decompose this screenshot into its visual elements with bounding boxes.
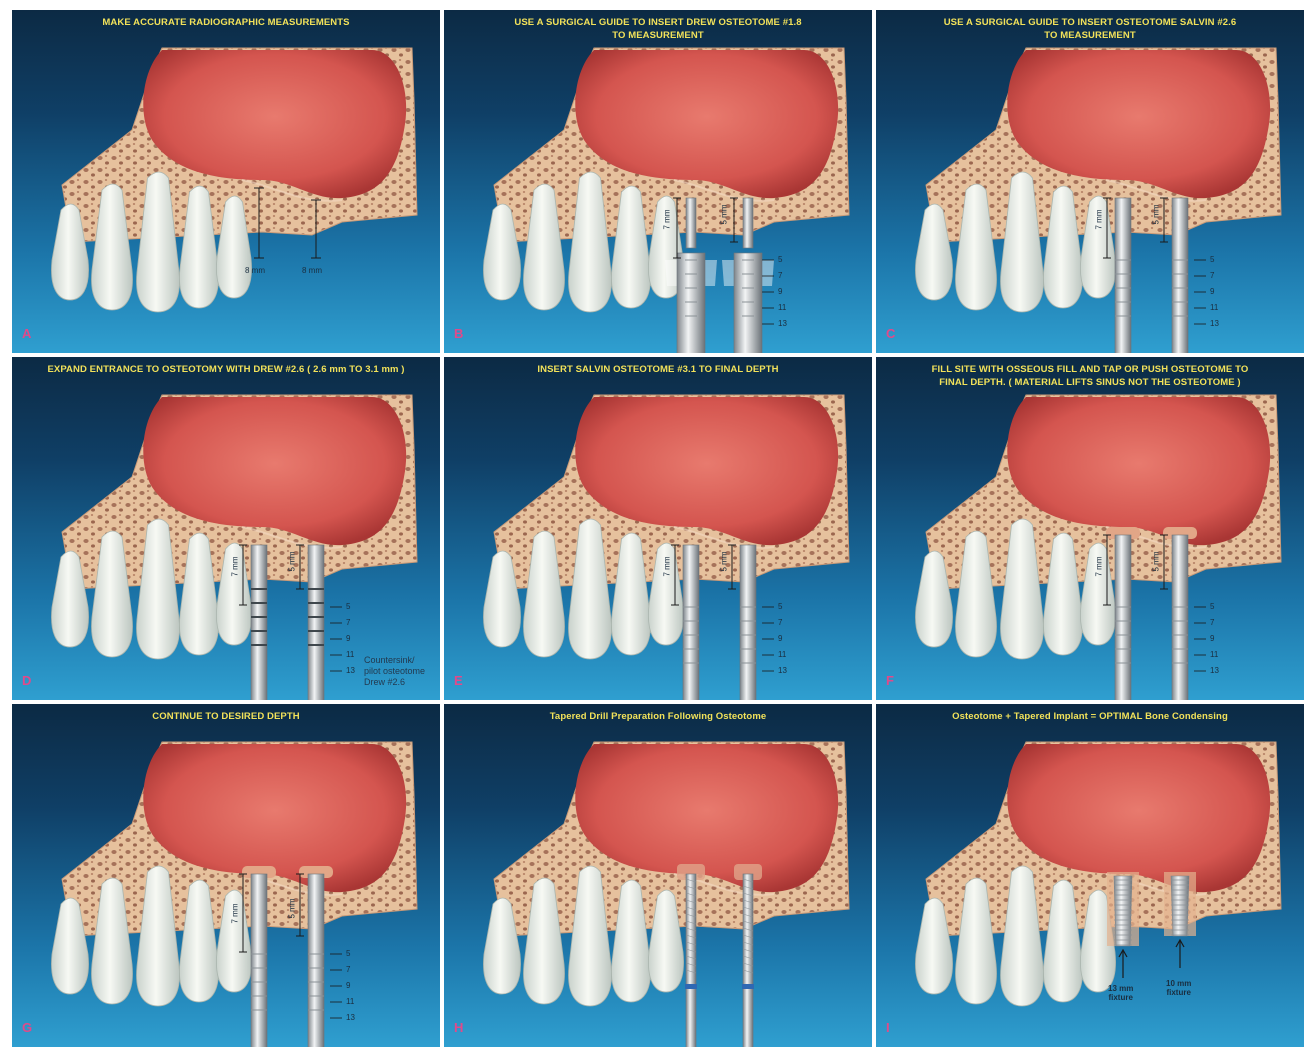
panel-f: FILL SITE WITH OSSEOUS FILL AND TAP OR P… — [876, 357, 1304, 700]
measurement-label: 8 mm — [245, 266, 265, 275]
panel-illustration — [876, 704, 1304, 1047]
depth-scale-number: 7 — [346, 618, 350, 627]
measurement-label: 7 mm — [663, 210, 672, 230]
depth-scale-number: 13 — [778, 666, 787, 675]
depth-scale-number: 13 — [1210, 666, 1219, 675]
implant — [1114, 876, 1132, 946]
depth-scale-number: 5 — [346, 949, 350, 958]
panel-h: Tapered Drill Preparation Following Oste… — [444, 704, 872, 1047]
osteotome — [251, 545, 267, 700]
depth-scale-number: 9 — [778, 287, 782, 296]
depth-scale-number: 7 — [778, 271, 782, 280]
panel-g: CONTINUE TO DESIRED DEPTH G 7 mm 5 mm 5 7 9 11 1… — [12, 704, 440, 1047]
panel-title: INSERT SALVIN OSTEOTOME #3.1 TO FINAL DE… — [444, 363, 872, 376]
panel-a: MAKE ACCURATE RADIOGRAPHIC MEASUREMENTS A… — [12, 10, 440, 353]
panel-title: EXPAND ENTRANCE TO OSTEOTOMY WITH DREW #… — [12, 363, 440, 376]
depth-scale-number: 7 — [778, 618, 782, 627]
depth-scale-number: 5 — [778, 602, 782, 611]
osteotome — [308, 874, 324, 1047]
measurement-label: 7 mm — [231, 904, 240, 924]
panel-letter: A — [22, 326, 31, 341]
measurement-label: 7 mm — [231, 557, 240, 577]
panel-letter: F — [886, 673, 894, 688]
measurement-label: 5 mm — [288, 899, 297, 919]
panel-illustration — [444, 704, 872, 1047]
drill — [743, 874, 753, 1047]
osteotome — [251, 874, 267, 1047]
drill — [686, 874, 696, 1047]
osteotome — [683, 545, 699, 700]
measurement-label: 7 mm — [1095, 210, 1104, 230]
depth-scale-number: 5 — [1210, 602, 1214, 611]
panel-letter: I — [886, 1020, 890, 1035]
osteotome — [740, 545, 756, 700]
panel-illustration — [876, 357, 1304, 700]
depth-scale-number: 11 — [778, 650, 786, 659]
panel-title: Osteotome + Tapered Implant = OPTIMAL Bo… — [876, 710, 1304, 723]
depth-scale-number: 13 — [1210, 319, 1219, 328]
panel-letter: E — [454, 673, 463, 688]
depth-scale-number: 5 — [1210, 255, 1214, 264]
osteotome — [1115, 198, 1131, 353]
panel-illustration — [12, 10, 440, 353]
osteotome — [308, 545, 324, 700]
panel-c: USE A SURGICAL GUIDE TO INSERT OSTEOTOME… — [876, 10, 1304, 353]
panel-title: MAKE ACCURATE RADIOGRAPHIC MEASUREMENTS — [12, 16, 440, 29]
panel-e: INSERT SALVIN OSTEOTOME #3.1 TO FINAL DE… — [444, 357, 872, 700]
panel-b: USE A SURGICAL GUIDE TO INSERT DREW OSTE… — [444, 10, 872, 353]
depth-scale-number: 5 — [346, 602, 350, 611]
measurement-label: 7 mm — [663, 557, 672, 577]
panel-illustration — [12, 357, 440, 700]
depth-scale-number: 7 — [1210, 618, 1214, 627]
measurement-label: 5 mm — [1152, 205, 1161, 225]
measurement-label: 5 mm — [720, 552, 729, 572]
depth-scale-number: 11 — [346, 997, 354, 1006]
measurement-label: 5 mm — [288, 552, 297, 572]
depth-scale-number: 5 — [778, 255, 782, 264]
depth-scale-number: 7 — [346, 965, 350, 974]
depth-scale-number: 13 — [346, 1013, 355, 1022]
osteotome — [1172, 535, 1188, 700]
depth-scale-number: 9 — [346, 634, 350, 643]
panel-title: FILL SITE WITH OSSEOUS FILL AND TAP OR P… — [876, 363, 1304, 389]
panel-illustration — [876, 10, 1304, 353]
panel-title: CONTINUE TO DESIRED DEPTH — [12, 710, 440, 723]
depth-scale-number: 9 — [1210, 634, 1214, 643]
depth-scale-number: 9 — [778, 634, 782, 643]
measurement-label: 7 mm — [1095, 557, 1104, 577]
osteotome — [1115, 535, 1131, 700]
depth-scale-number: 13 — [346, 666, 355, 675]
depth-scale-number: 9 — [1210, 287, 1214, 296]
panel-letter: H — [454, 1020, 463, 1035]
panel-illustration — [12, 704, 440, 1047]
illustration-grid: MAKE ACCURATE RADIOGRAPHIC MEASUREMENTS A… — [12, 10, 1304, 1050]
panel-letter: C — [886, 326, 895, 341]
panel-illustration — [444, 10, 872, 353]
panel-letter: D — [22, 673, 31, 688]
depth-scale-number: 11 — [1210, 303, 1218, 312]
panel-illustration — [444, 357, 872, 700]
panel-d: EXPAND ENTRANCE TO OSTEOTOMY WITH DREW #… — [12, 357, 440, 700]
depth-scale-number: 7 — [1210, 271, 1214, 280]
panel-i: Osteotome + Tapered Implant = OPTIMAL Bo… — [876, 704, 1304, 1047]
fixture-label: 13 mm fixture — [1108, 984, 1133, 1002]
osteotome — [1172, 198, 1188, 353]
panel-letter: B — [454, 326, 463, 341]
measurement-label: 5 mm — [1152, 552, 1161, 572]
measurement-label: 5 mm — [720, 205, 729, 225]
panel-title: USE A SURGICAL GUIDE TO INSERT OSTEOTOME… — [876, 16, 1304, 42]
fixture-label: 10 mm fixture — [1166, 979, 1191, 997]
panel-letter: G — [22, 1020, 32, 1035]
depth-scale-number: 9 — [346, 981, 350, 990]
panel-title: Tapered Drill Preparation Following Oste… — [444, 710, 872, 723]
panel-title: USE A SURGICAL GUIDE TO INSERT DREW OSTE… — [444, 16, 872, 42]
measurement-label: 8 mm — [302, 266, 322, 275]
depth-scale-number: 11 — [346, 650, 354, 659]
depth-scale-number: 13 — [778, 319, 787, 328]
depth-scale-number: 11 — [778, 303, 786, 312]
depth-scale-number: 11 — [1210, 650, 1218, 659]
instrument-note: Countersink/ pilot osteotome Drew #2.6 — [364, 655, 425, 688]
